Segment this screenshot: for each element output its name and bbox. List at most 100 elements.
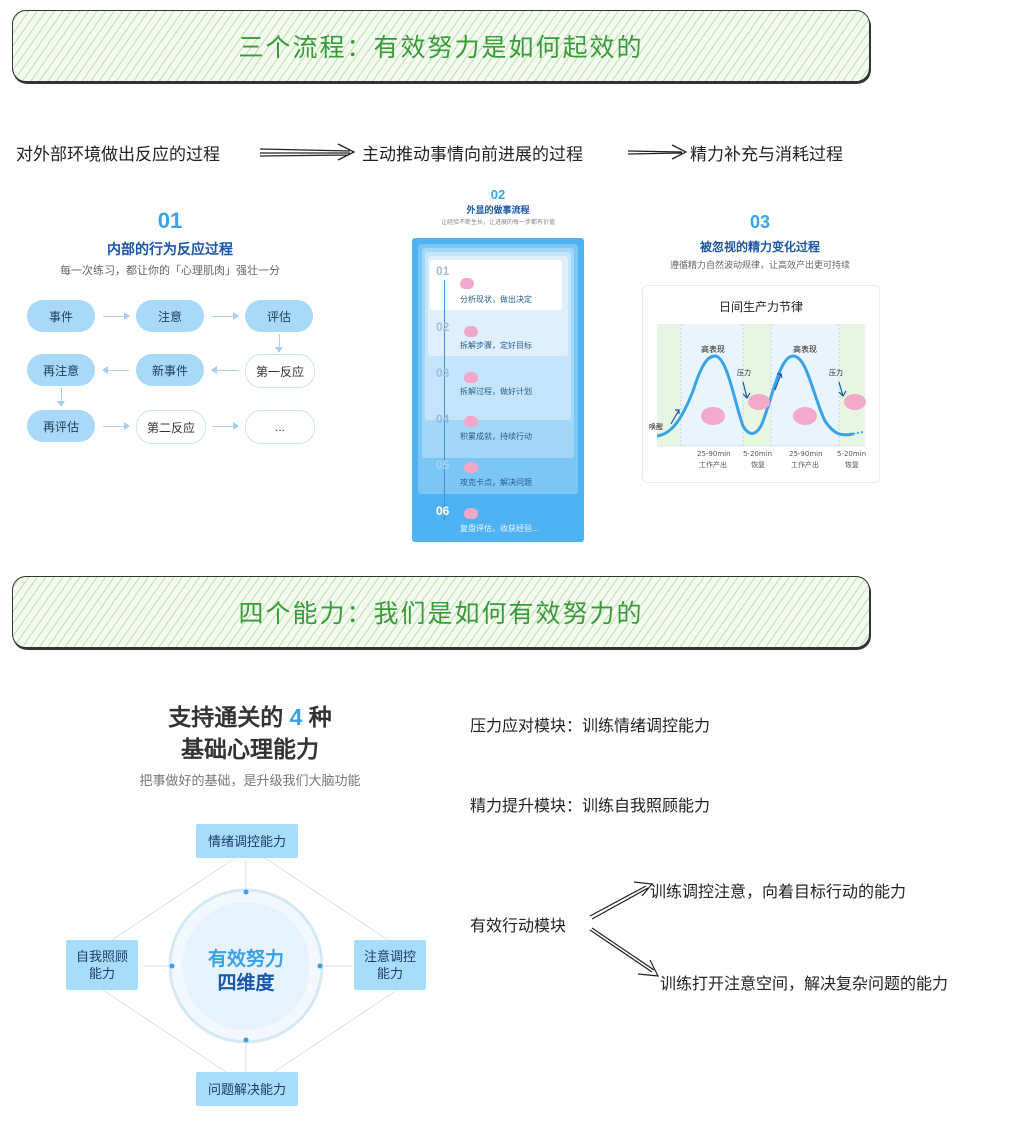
node-second-reaction: 第二反应	[136, 410, 206, 444]
flow-line: 对外部环境做出反应的过程	[16, 140, 220, 165]
node-new-event: 新事件	[136, 354, 204, 386]
mascot-icon	[460, 278, 474, 289]
rest-band	[657, 324, 681, 446]
node-event: 事件	[27, 300, 95, 332]
flow-step-1: 对外部环境做出反应的过程	[16, 145, 220, 165]
node-ellipsis: ...	[245, 410, 315, 444]
label-pressure-1: 压力	[737, 369, 751, 377]
module-action-arrows	[589, 881, 660, 977]
label-wake: 唤醒	[649, 423, 663, 431]
label-work-dur-1: 25-90min	[697, 450, 731, 458]
ability-headline-line2: 基础心理能力	[181, 736, 319, 762]
step-num: 02	[436, 320, 450, 334]
headline-pre: 支持通关的	[168, 704, 284, 730]
banner-title: 三个流程：有效努力是如何起效的	[238, 33, 644, 62]
step-num: 01	[436, 264, 450, 278]
mascot-icon	[464, 326, 478, 337]
sec01-title: 内部的行为反应过程	[107, 241, 233, 257]
flow-arrow-2	[627, 144, 688, 160]
ability-attention: 注意调控 能力	[354, 940, 426, 990]
sec01-subtitle: 每一次练习，都让你的「心理肌肉」强壮一分	[60, 265, 280, 277]
ability-self-care: 自我照顾 能力	[66, 940, 138, 990]
self-care-line-2: 能力	[88, 966, 115, 981]
flow-step-2: 主动推动事情向前进展的过程	[362, 145, 583, 165]
label-peak-1: 高表现	[701, 345, 725, 354]
center-line-1: 有效努力	[207, 949, 284, 970]
attention-line-2: 能力	[376, 966, 403, 981]
rhythm-chart	[656, 324, 866, 447]
headline-num: 4	[289, 704, 303, 730]
arrow	[211, 366, 238, 374]
node-attention: 注意	[136, 300, 204, 332]
steps-line	[444, 280, 445, 520]
mascot-icon	[464, 508, 478, 519]
node-evaluate: 评估	[245, 300, 313, 332]
step-num: 04	[436, 412, 450, 426]
attention-line-1: 注意调控	[363, 949, 416, 964]
sec01-num: 01	[157, 208, 183, 233]
module-action-b: 训练打开注意空间，解决复杂问题的能力	[660, 974, 949, 993]
arrow	[212, 422, 239, 430]
arrow	[102, 366, 129, 374]
banner-processes: 三个流程：有效努力是如何起效的	[12, 10, 870, 82]
arrow	[103, 312, 130, 320]
rest-band	[839, 324, 865, 446]
sec03-title: 被忽视的精力变化过程	[699, 240, 820, 254]
center-line-2: 四维度	[217, 973, 275, 994]
mascot-icon	[748, 394, 770, 410]
mascot-icon	[464, 416, 478, 427]
node-reattention: 再注意	[27, 354, 95, 386]
arrow	[275, 334, 283, 353]
mascot-icon	[464, 462, 478, 473]
label-rest-1: 恢复	[751, 461, 765, 469]
ability-headline: 支持通关的 4 种	[80, 698, 420, 732]
step-text: 复盘评估，收获经验...	[460, 524, 539, 533]
step-text: 积累成就，持续行动	[460, 432, 532, 441]
label-work-1: 工作产出	[699, 461, 727, 469]
step-text: 攻克卡点，解决问题	[460, 478, 532, 487]
arrow	[103, 422, 130, 430]
ability-emotion: 情绪调控能力	[196, 824, 298, 858]
flow-step-3-wrap: 精力补充与消耗过程	[690, 140, 843, 165]
mascot-icon	[701, 407, 725, 425]
step-text: 拆解过程，做好计划	[460, 387, 532, 396]
sec02-subtitle: 让经验不断生长，让进展的每一步都有价值	[440, 220, 555, 226]
sec03-subtitle: 遵循精力自然波动规律，让高效产出更可持续	[669, 260, 850, 270]
sec02-title: 外显的做事流程	[466, 205, 530, 215]
label-pressure-2: 压力	[829, 369, 843, 377]
work-band	[681, 324, 743, 446]
label-peak-2: 高表现	[793, 345, 817, 354]
ability-problem-solving: 问题解决能力	[196, 1072, 298, 1106]
step-num: 05	[436, 458, 450, 472]
node-reevaluate: 再评估	[27, 410, 95, 442]
label-rest-2: 恢复	[845, 461, 859, 469]
ability-diagram-lines	[99, 847, 401, 1089]
self-care-line-1: 自我照顾	[75, 949, 128, 964]
mascot-icon	[844, 394, 866, 410]
banner-abilities: 四个能力：我们是如何有效努力的	[12, 576, 870, 648]
step-num: 06	[436, 504, 450, 518]
mascot-icon	[464, 372, 478, 383]
node-first-reaction: 第一反应	[245, 354, 315, 388]
sec02-num: 02	[490, 187, 506, 202]
module-energy: 精力提升模块：训练自我照顾能力	[470, 796, 711, 815]
arrow	[57, 388, 65, 407]
module-action: 有效行动模块	[470, 916, 567, 935]
step-text: 拆解步骤，定好目标	[460, 341, 532, 350]
arrow	[212, 312, 239, 320]
flow-arrow-1	[259, 143, 356, 161]
flow-step-2-wrap: 主动推动事情向前进展的过程	[362, 140, 583, 165]
label-rest-dur-1: 5-20min	[743, 450, 773, 458]
label-work-2: 工作产出	[791, 461, 819, 469]
steps-stack: 01 分析现状，做出决定 02 拆解步骤，定好目标 03 拆解过程，做好计划 0…	[412, 238, 584, 542]
banner-title: 四个能力：我们是如何有效努力的	[238, 599, 644, 628]
rest-band	[743, 324, 771, 446]
headline-post: 种	[308, 704, 332, 730]
rhythm-chart-card: 日间生产力节律 高表现 高表现 压力 压力 唤醒 25-90min 工作产出 5…	[642, 285, 880, 483]
sec03-num: 03	[749, 212, 771, 232]
chart-title: 日间生产力节律	[718, 300, 803, 314]
module-stress: 压力应对模块：训练情绪调控能力	[470, 716, 711, 735]
module-action-a: 训练调控注意，向着目标行动的能力	[650, 882, 907, 901]
step-num: 03	[436, 366, 450, 380]
label-work-dur-2: 25-90min	[789, 450, 823, 458]
